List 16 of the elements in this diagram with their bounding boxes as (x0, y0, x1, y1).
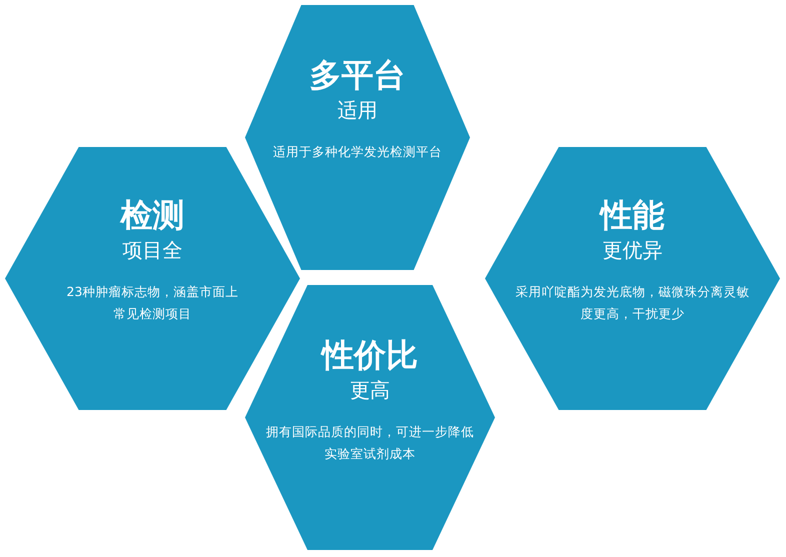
hexagon (245, 5, 470, 270)
subtitle-text: 项目全 (122, 237, 182, 263)
subtitle-text: 更优异 (602, 237, 662, 263)
title-text: 性价比 (322, 335, 418, 375)
title-text: 检测 (120, 195, 184, 235)
description-text: 23种肿瘤标志物，涵盖市面上常见检测项目 (66, 283, 240, 323)
subtitle-text: 适用 (338, 97, 378, 123)
description-text: 采用吖啶酯为发光底物，磁微珠分离灵敏度更高，干扰更少 (514, 283, 750, 323)
title-text: 性能 (600, 195, 664, 235)
hexagon (5, 147, 300, 410)
description-text: 适用于多种化学发光检测平台 (272, 143, 443, 161)
title-text: 多平台 (310, 55, 406, 95)
description-text: 拥有国际品质的同时，可进一步降低实验室试剂成本 (265, 423, 475, 463)
hexagon (245, 285, 495, 550)
subtitle-text: 更高 (350, 377, 390, 403)
hexagon (485, 147, 780, 410)
